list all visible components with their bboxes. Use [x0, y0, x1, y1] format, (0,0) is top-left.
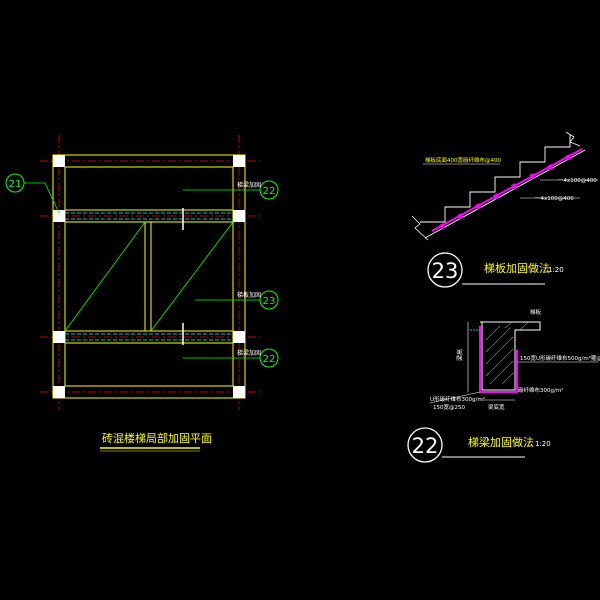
break-mark [411, 215, 429, 241]
detail22-note-top: 梯板 [530, 308, 542, 316]
flight-diagonals [64, 221, 234, 332]
detail22-note-l1: U形碳纤维布300g/m² [430, 395, 485, 403]
stair-soffit [424, 149, 586, 239]
detail22-number: 22 [412, 434, 439, 458]
plan-title: 砖混楼梯局部加固平面 [102, 431, 212, 445]
column [53, 386, 65, 398]
callout-21-number: 21 [9, 179, 22, 190]
stair-plan: 21 22 23 22 梯梁加固 梯板加固 梯梁加固 砖混楼梯局部加固平面 [5, 135, 279, 452]
beam-outline [480, 321, 541, 391]
detail22-title: 梯梁加固做法 [468, 435, 534, 449]
detail22-note-r2: 碳纤维布300g/m² [518, 386, 563, 394]
flight-diagonal-left [64, 221, 146, 332]
callout-22b-number: 22 [263, 354, 276, 365]
column [53, 155, 65, 167]
grid-axes [40, 135, 260, 410]
plan-label-slab: 梯板加固 [237, 291, 261, 299]
wall-inner [64, 166, 234, 387]
beam-fiber-wrap [479, 326, 518, 393]
plan-label-beam-2: 梯梁加固 [237, 349, 261, 357]
callout-21: 21 [5, 173, 25, 193]
callout-22a-number: 22 [263, 186, 276, 197]
detail23-note-r1: 一4x100@400 [558, 178, 597, 184]
column [53, 331, 65, 343]
column [53, 210, 65, 222]
columns [53, 155, 245, 398]
callout-23: 23 [259, 290, 279, 310]
flight-diagonal-right [150, 221, 234, 332]
stair-well [144, 221, 152, 332]
callout-22a: 22 [259, 180, 279, 200]
column [233, 210, 245, 222]
column [233, 331, 245, 343]
callout-22b: 22 [259, 348, 279, 368]
break-mark [565, 131, 581, 147]
detail23-note-top: 梯板底面400宽碳纤维布@400 [425, 156, 501, 164]
beam-hatch [485, 321, 529, 385]
column [233, 386, 245, 398]
detail22-note-bottom: 梁底宽 [488, 403, 505, 411]
callout-23-number: 23 [263, 296, 276, 307]
detail22-note-r1: 150宽U形碳纤维布500g/m²箍@ [520, 354, 600, 362]
stair-profile [420, 135, 571, 223]
detail-22: 梯板 梁高 150宽U形碳纤维布500g/m²箍@ U形碳纤维布300g/m² … [407, 308, 600, 463]
column [233, 155, 245, 167]
leader-21 [24, 182, 60, 214]
plan-label-beam-1: 梯梁加固 [237, 181, 261, 189]
detail-23: 梯板底面400宽碳纤维布@400 一4x100@400 一4x100@400 2… [411, 131, 598, 288]
detail23-number: 23 [432, 259, 459, 283]
detail22-note-l2: 150宽@250 [433, 403, 465, 411]
detail22-leader-l [429, 391, 481, 404]
fiber-sheet [431, 148, 583, 232]
walls [52, 154, 246, 399]
leaders [24, 182, 260, 359]
detail23-title: 梯板加固做法 [484, 261, 550, 275]
beam-lines [65, 212, 233, 341]
detail22-circle [407, 427, 443, 463]
detail23-scale: 1:20 [548, 266, 564, 274]
wall-outer [52, 154, 246, 399]
detail22-beam-h: 梁高 [456, 349, 464, 361]
fiber-strips [439, 154, 572, 230]
detail23-note-r2: 一4x100@400 [535, 196, 574, 202]
detail22-scale: 1:20 [535, 440, 551, 448]
detail23-circle [427, 252, 463, 288]
